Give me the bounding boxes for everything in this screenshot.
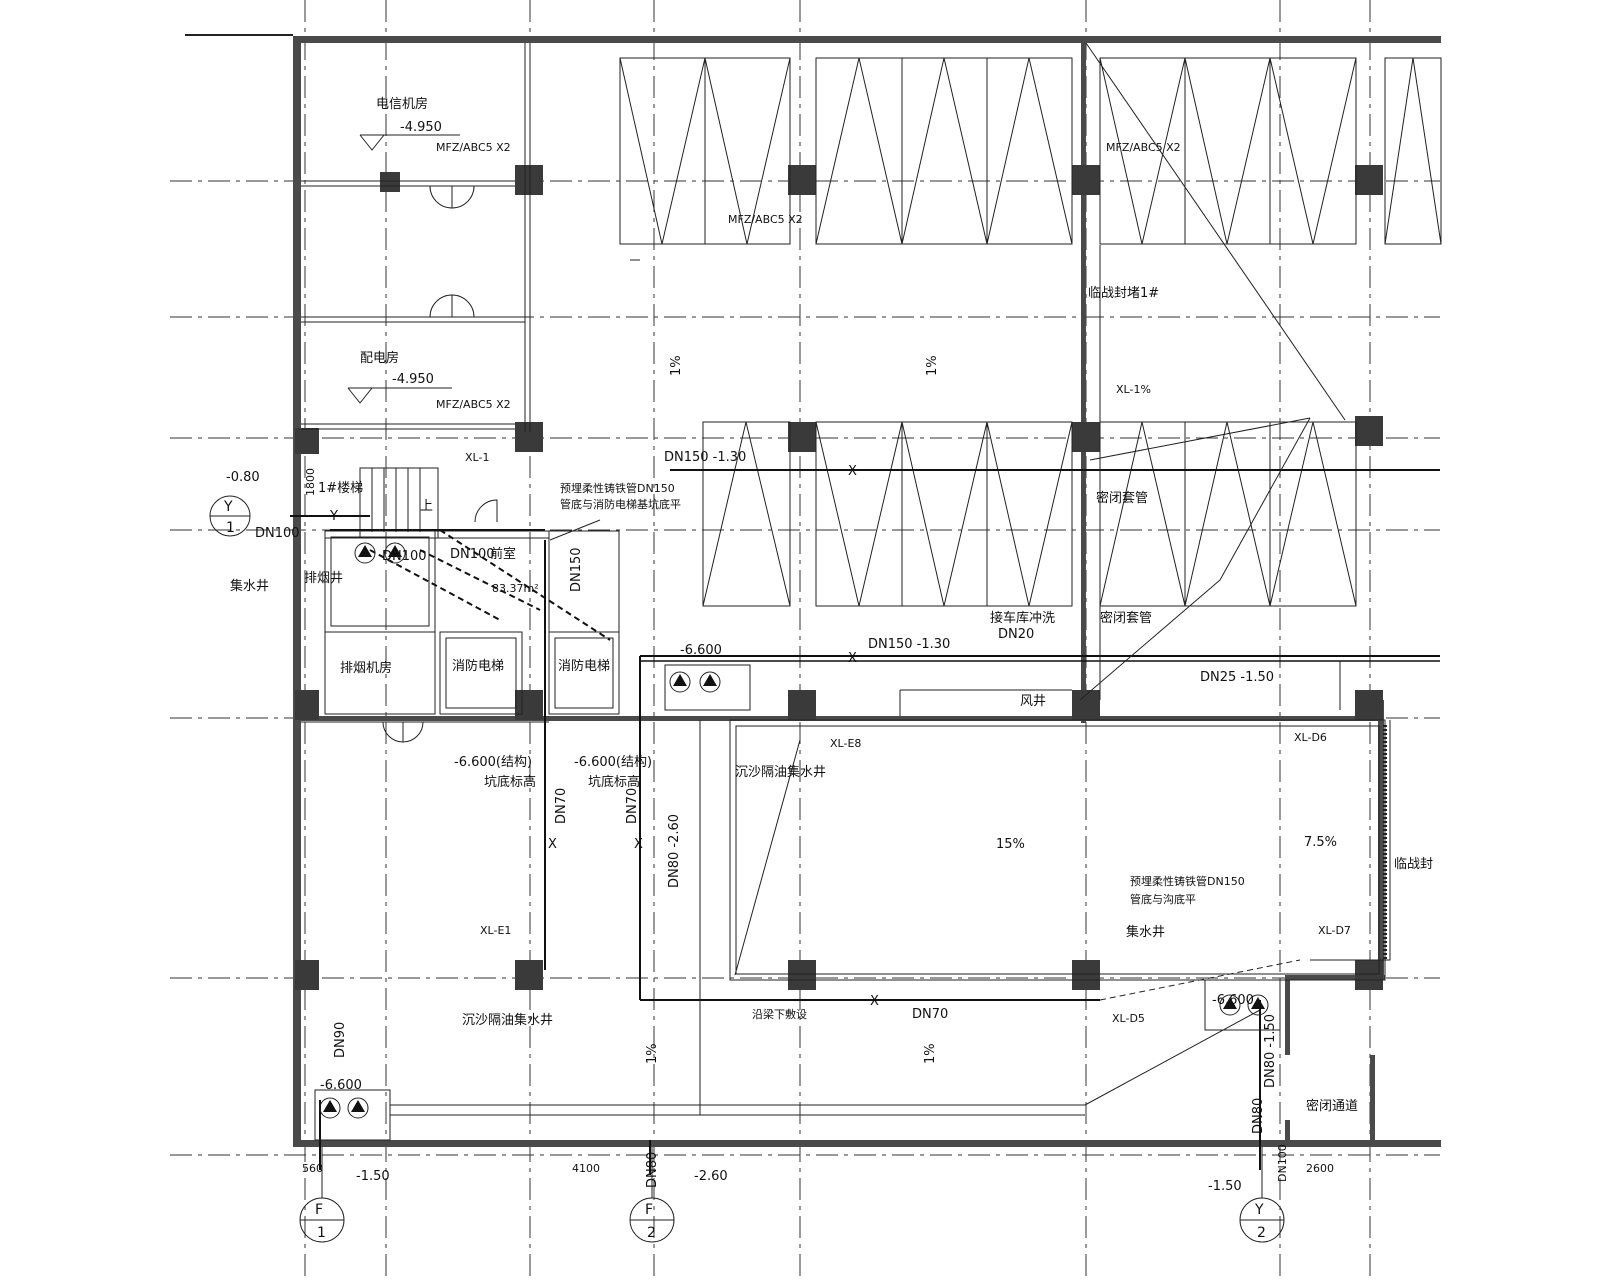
drainage-pipes [290,245,1440,1175]
svg-text:F: F [645,1202,653,1218]
svg-text:X: X [548,837,557,852]
pipe-label: DN100 [1276,1144,1289,1182]
pipe-label: DN100 [450,547,495,562]
structural-columns [295,165,1383,990]
pit-level: -6.600(结构) [454,755,532,770]
pipe-label: DN80 -1.50 [1263,1014,1278,1088]
pit-level: -6.600(结构) [574,755,652,770]
level-markers [347,134,460,404]
parking-bays [619,57,1442,607]
pipe-label: DN70 [912,1007,948,1022]
dim-label: 560 [302,1162,323,1175]
pipe-label: DN150 -1.30 [664,450,746,465]
extinguisher-label: MFZ/ABC5 X2 [728,213,803,226]
pipe-label: DN70 [625,788,640,824]
svg-text:X: X [634,837,643,852]
room-fire-elevator: 消防电梯 [452,658,504,674]
room-power: 配电房 [360,350,399,366]
svg-text:X: X [870,994,879,1009]
xl-label: XL-D7 [1318,924,1351,937]
extinguisher-label: MFZ/ABC5 X2 [436,398,511,411]
room-front: 前室 [490,546,516,562]
extinguisher-label: MFZ/ABC5 X2 [436,141,511,154]
xl-label: XL-D6 [1294,731,1327,744]
svg-text:Y: Y [1254,1202,1264,1218]
svg-text:2: 2 [647,1225,656,1241]
svg-text:1: 1 [226,520,235,536]
xl-label: XL-E8 [830,737,861,750]
pipe-x-marks: X X X X X Y [329,464,879,1009]
room-smoke-shaft: 排烟井 [304,571,343,586]
pipe-label: DN90 [333,1022,348,1058]
svg-text:Y: Y [223,499,233,515]
embed-note: 预埋柔性铸铁管DN150 [1130,874,1245,888]
dim-label: 4100 [572,1162,600,1175]
dim-label: 1800 [304,468,317,496]
pipe-label: DN100 [255,526,300,541]
pit-level: -6.600 [680,643,722,658]
svg-text:2: 2 [1257,1225,1266,1241]
temp-seal-label: 临战封堵1# [1088,286,1159,301]
room-stair: 1#楼梯 [318,481,363,496]
room-air-shaft: 风井 [1020,694,1046,709]
collect-well: 集水井 [1126,924,1165,940]
svg-text:Y: Y [329,509,338,524]
temp-seal-label: 临战封 [1394,857,1433,872]
annotations: 电信机房 -4.950 MFZ/ABC5 X2 MFZ/ABC5 X2 MFZ/… [226,96,1433,1194]
embed-note: 管底与消防电梯基坑底平 [560,497,681,511]
svg-text:F: F [315,1202,323,1218]
pit-note: 坑底标高 [588,774,640,790]
collect-well: 集水井 [230,578,269,594]
pipe-label: DN80 -2.60 [667,814,682,888]
room-smoke-machine: 排烟机房 [340,660,392,676]
extinguisher-label: MFZ/ABC5 X2 [1106,141,1181,154]
slope-label: 1% [925,355,940,376]
axis-bubbles: F 1 F 2 Y 2 Y 1 [209,495,1285,1243]
pipe-label: DN150 -1.30 [868,637,950,652]
sleeve-label: 密闭套管 [1096,490,1148,506]
pipe-label: DN70 [554,788,569,824]
outer-walls [185,34,1441,1147]
embed-note: 预埋柔性铸铁管DN150 [560,481,675,495]
room-area: 83.37m² [492,582,539,595]
level-label: -1.50 [1208,1179,1242,1194]
room-airtight: 密闭通道 [1306,1098,1358,1114]
level-label: -2.60 [694,1169,728,1184]
slope-label: 1% [669,355,684,376]
pipe-label: DN100 [382,549,427,564]
sand-oil-label: 沉沙隔油集水井 [735,764,826,780]
xl-label: XL-E1 [480,924,511,937]
dim-label: 2600 [1306,1162,1334,1175]
pit-level: -6.600 [1212,993,1254,1008]
xl-label: XL-1% [1116,383,1151,396]
pipe-label: DN80 [1251,1098,1266,1134]
flush-label: 接车库冲洗 [990,610,1055,626]
level-label: -1.50 [356,1169,390,1184]
sand-oil-label: 沉沙隔油集水井 [462,1012,553,1028]
room-telecom: 电信机房 [376,96,428,112]
slope-label: 15% [996,837,1025,852]
up-label: 上 [420,499,433,514]
slope-label: 1% [645,1043,660,1064]
pipe-label: DN25 -1.50 [1200,670,1274,685]
level-y1: -0.80 [226,470,260,485]
svg-text:X: X [848,464,857,479]
svg-text:X: X [848,651,857,666]
pit-note: 坑底标高 [484,774,536,790]
embed-note: 管底与沟底平 [1130,892,1196,906]
svg-text:1: 1 [317,1225,326,1241]
pit-level: -6.600 [320,1078,362,1093]
level-power: -4.950 [392,372,434,387]
along-beam: 沿梁下敷设 [752,1007,807,1021]
flush-dn: DN20 [998,627,1034,642]
xl-label: XL-D5 [1112,1012,1145,1025]
room-fire-elevator: 消防电梯 [558,658,610,674]
level-telecom: -4.950 [400,120,442,135]
sleeve-label: 密闭套管 [1100,610,1152,626]
slope-label: 7.5% [1304,835,1337,850]
xl-label: XL-1 [465,451,489,464]
pipe-label: DN150 [569,547,584,592]
slope-label: 1% [923,1043,938,1064]
